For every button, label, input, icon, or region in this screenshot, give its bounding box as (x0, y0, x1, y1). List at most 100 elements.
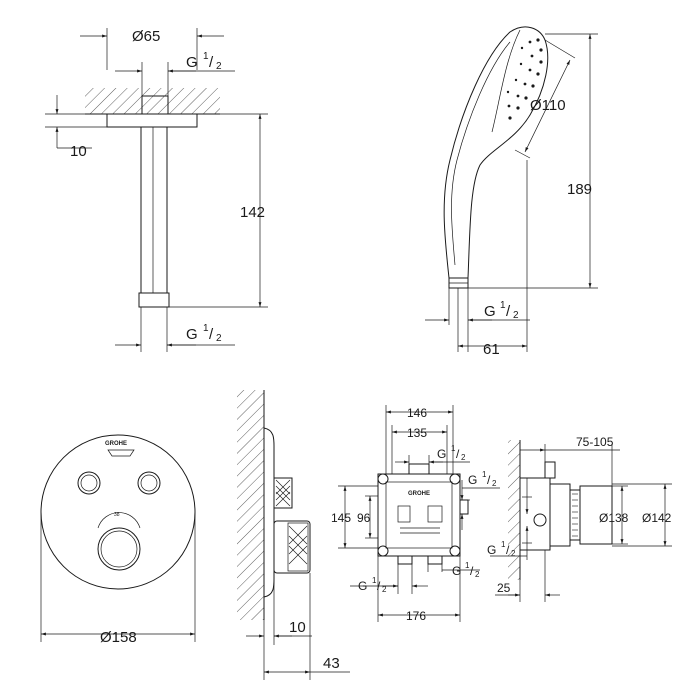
dim-arm-length: 142 (240, 204, 265, 221)
dim-176: 176 (406, 609, 426, 623)
frac-num: 1 (372, 576, 377, 585)
dim-arm-flange: 10 (70, 143, 87, 160)
frac-den: 2 (216, 61, 222, 72)
frac-slash: / (456, 447, 460, 461)
side-knob-grip (287, 522, 309, 572)
thermostat-knob-inner (100, 530, 138, 568)
button-right (137, 471, 161, 495)
side-view: 10 43 (237, 390, 350, 680)
frac-num: 1 (500, 300, 506, 311)
dim-arm-thread-bottom: G (186, 326, 198, 343)
rough-in-side-port (533, 513, 547, 527)
frac-slash: / (506, 543, 510, 557)
frac-slash: / (377, 579, 381, 593)
frac-slash: / (506, 303, 511, 320)
frac-den: 2 (382, 585, 387, 594)
frac-slash: / (209, 326, 214, 343)
label-box (427, 505, 443, 523)
port-right (459, 499, 469, 515)
hand-shower-face (491, 29, 521, 133)
dim-arm-thread-top: G (186, 54, 198, 71)
hand-shower-inner (451, 41, 511, 266)
dim-146: 146 (407, 406, 427, 420)
ext-line (514, 149, 531, 159)
ceiling-hatch (85, 88, 220, 114)
port-bottom-left (397, 555, 413, 565)
shower-arm-view: Ø65 G 1 / 2 10 142 G 1 / 2 (45, 28, 268, 352)
frac-slash: / (470, 564, 474, 578)
extension-sleeve (579, 485, 613, 545)
dim-arm-diameter: Ø65 (132, 28, 160, 45)
dim-arrow (524, 59, 571, 153)
dim-25: 25 (497, 581, 511, 595)
dim-plate-diameter: Ø158 (100, 629, 137, 646)
dim-thread-br: G (452, 564, 461, 578)
frac-den: 2 (513, 310, 519, 321)
rough-in-logo: GROHE (408, 491, 430, 497)
side-knob (273, 520, 311, 574)
dim-142: Ø142 (642, 511, 672, 525)
dim-depth: 43 (323, 655, 340, 672)
rough-in-front-view: GROHE 146 135 G 1 / 2 G 1 / 2 (331, 405, 500, 623)
frac-den: 2 (475, 570, 480, 579)
rough-in-inner (385, 481, 453, 549)
hand-shower-view: Ø110 189 G 1 / 2 61 (425, 26, 598, 358)
wall-hatch (237, 390, 264, 620)
dim-thread-side: G (487, 543, 496, 557)
mounting-sleeve (549, 483, 571, 547)
dim-range: 75-105 (576, 435, 614, 449)
thermostat-knob (97, 527, 141, 571)
label-box (397, 505, 411, 523)
rough-in-side-view: 75-105 Ø138 Ø142 G 1 / 2 25 (487, 435, 672, 602)
temp-scale (97, 512, 141, 529)
arm-nut (138, 292, 170, 308)
dim-145: 145 (331, 511, 351, 525)
button-left (77, 471, 101, 495)
brand-logo: GROHE (105, 441, 127, 447)
arm-thread-top (141, 95, 169, 115)
frac-num: 1 (203, 323, 209, 334)
frac-num: 1 (451, 444, 456, 453)
hand-shower-body (443, 26, 549, 279)
frac-num: 1 (465, 561, 470, 570)
dim-hand-width: 61 (483, 341, 500, 358)
button-left-inner (80, 474, 98, 492)
frac-den: 2 (216, 333, 222, 344)
corner-ear (377, 545, 389, 557)
frac-slash: / (487, 473, 491, 487)
port-top (408, 463, 430, 475)
rough-in-box (377, 473, 461, 557)
button-right-inner (140, 474, 158, 492)
dim-96: 96 (357, 511, 371, 525)
rough-in-body-side (519, 477, 551, 551)
dim-plate-thickness: 10 (289, 619, 306, 636)
sleeve-ring (569, 489, 581, 541)
frac-num: 1 (501, 540, 506, 549)
dim-thread-top: G (437, 447, 446, 461)
dim-hand-thread: G (484, 303, 496, 320)
frac-slash: / (209, 54, 214, 71)
port-bottom-right (427, 555, 443, 565)
ext-line (544, 39, 576, 59)
corner-ear (449, 473, 461, 485)
frac-den: 2 (511, 549, 516, 558)
frac-den: 2 (492, 479, 497, 488)
temp-mark: 38 (114, 512, 120, 518)
dim-hand-diameter: Ø110 (530, 97, 566, 114)
frac-den: 2 (461, 453, 466, 462)
corner-ear (449, 545, 461, 557)
frac-num: 1 (482, 470, 487, 479)
plate-profile (263, 427, 275, 598)
dim-thread-bl: G (358, 579, 367, 593)
side-knob-knurl (288, 525, 308, 565)
corner-ear (377, 473, 389, 485)
dim-hand-length: 189 (567, 181, 592, 198)
logo-mark (107, 449, 135, 457)
sleeve-thread (572, 493, 578, 537)
arm-flange (106, 113, 198, 128)
side-button (273, 477, 293, 509)
trim-plate-view: GROHE 38 Ø158 (40, 434, 196, 646)
side-button-knurl (275, 479, 291, 507)
